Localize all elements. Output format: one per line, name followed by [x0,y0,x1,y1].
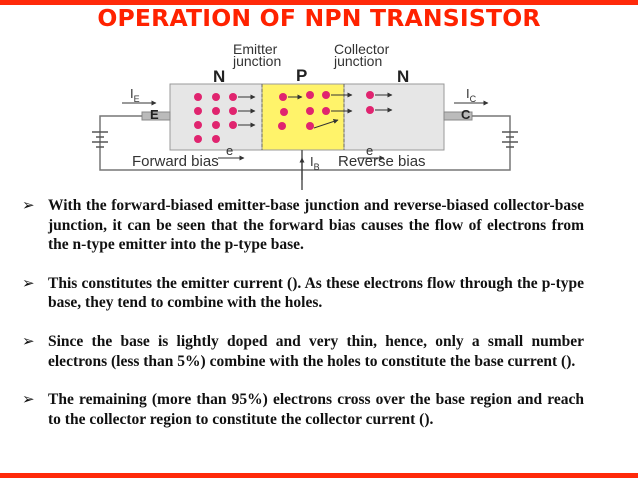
bullet-item: ➢ With the forward-biased emitter-base j… [22,196,584,255]
bullet-text: With the forward-biased emitter-base jun… [48,197,584,254]
base-region [261,83,345,151]
collector-region [343,83,445,151]
emitter-circuit-wire [99,115,302,171]
electron-flow-label-right: e [366,143,373,158]
emitter-junction-label-2: junction [232,53,281,69]
emitter-junction-label: Emitter [233,41,278,57]
arrowhead-bullet-icon: ➢ [22,331,35,350]
slide-title: OPERATION OF NPN TRANSISTOR [97,4,541,32]
n-region-label-right: N [397,67,409,86]
emitter-electrons [194,93,237,143]
collector-circuit-wire [302,115,511,171]
forward-bias-battery [92,131,108,148]
bullet-item: ➢ Since the base is lightly doped and ve… [22,332,584,371]
bullet-text: Since the base is lightly doped and very… [48,332,584,370]
bullet-text: This constitutes the emitter current ().… [48,274,584,312]
npn-transistor-diagram: Emitter junction Collector junction N P … [70,40,560,190]
reverse-bias-label: Reverse bias [338,153,426,170]
collector-junction-label-2: junction [333,53,382,69]
arrowhead-bullet-icon: ➢ [22,196,35,214]
base-electrons [278,91,330,130]
bullet-item: ➢ The remaining (more than 95%) electron… [22,390,584,429]
collector-current-label: IC [466,86,477,104]
arrowhead-bullet-icon: ➢ [22,273,35,292]
forward-bias-label: Forward bias [132,153,219,170]
collector-junction-label: Collector [334,41,390,57]
base-current-label: IB [310,154,320,172]
n-region-label-left: N [213,67,225,86]
p-region-label: P [296,66,307,85]
emitter-terminal-label: E [150,107,159,122]
top-accent-bar [0,0,638,5]
npn-diagram-svg: Emitter junction Collector junction N P … [92,41,518,190]
collector-electrons [366,91,374,114]
emitter-current-label: IE [130,86,140,104]
collector-terminal-label: C [461,107,471,122]
bullet-text: The remaining (more than 95%) electrons … [48,391,584,428]
bottom-accent-bar [0,473,638,478]
bullet-item: ➢ This constitutes the emitter current (… [22,274,584,313]
arrowhead-bullet-icon: ➢ [22,390,35,409]
reverse-bias-battery [502,131,518,148]
bullet-list: ➢ With the forward-biased emitter-base j… [22,196,584,429]
electron-flow-label-left: e [226,143,233,158]
